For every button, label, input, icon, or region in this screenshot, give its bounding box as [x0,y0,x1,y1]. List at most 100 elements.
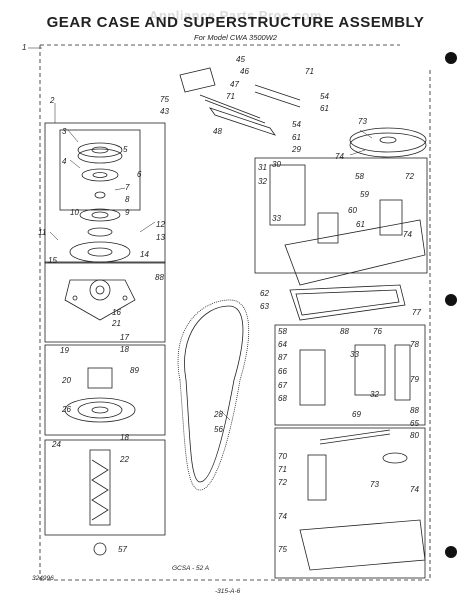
right-upper-box [254,157,428,286]
diagram-title: GEAR CASE AND SUPERSTRUCTURE ASSEMBLY [46,14,425,31]
callout-4: 4 [62,157,67,166]
callout-16: 16 [112,308,121,317]
callout-79: 79 [410,375,419,384]
callout-15: 15 [48,256,57,265]
callout-18b: 18 [120,433,129,442]
binding-hole-middle [445,294,457,306]
callout-29: 29 [292,145,301,154]
binding-hole-top [445,52,457,64]
callout-53: 60 [348,206,357,215]
callout-41: 43 [160,107,169,116]
callout-28: 28 [214,410,223,419]
callout-77: 77 [412,308,421,317]
callout-65: 71 [278,465,287,474]
callout-49: 57 [118,545,127,554]
callout-85: 87 [278,353,287,362]
callout-80: 80 [410,431,419,440]
callout-87: 88 [340,327,349,336]
outer-border [39,44,431,581]
left-upper-box [44,122,166,264]
callout-46b: 54 [292,120,301,129]
callout-31: 31 [258,163,267,172]
callout-59: 65 [410,419,419,428]
callout-73: 74 [335,152,344,161]
diagram-code: GCSA - 52 A [172,565,210,572]
callout-48: 56 [214,425,223,434]
callout-22: 22 [120,455,129,464]
callout-32: 32 [258,177,267,186]
callout-51: 58 [355,172,364,181]
right-middle-box [274,324,426,426]
callout-30: 30 [272,160,281,169]
callout-45: 48 [213,127,222,136]
callout-9: 9 [125,208,130,217]
callout-20: 20 [62,376,71,385]
callout-26: 26 [62,405,71,414]
callout-2: 2 [50,96,55,105]
callout-32b: 32 [370,390,379,399]
callout-18: 18 [120,345,129,354]
callout-68: 74 [410,485,419,494]
watermark: Appliance Parts Pros.com [148,8,323,23]
callout-3: 3 [62,127,67,136]
callout-76: 76 [373,327,382,336]
callout-66: 72 [278,478,287,487]
drive-belt [177,299,250,491]
callout-42: 45 [236,55,245,64]
callout-46: 54 [320,92,329,101]
callout-56: 63 [260,302,269,311]
callout-60: 66 [278,367,287,376]
callout-58: 61 [320,104,329,113]
left-code: 324996 [32,575,54,582]
callout-5: 5 [123,145,128,154]
callout-13: 13 [156,233,165,242]
callout-72: 73 [358,117,367,126]
callout-8: 8 [125,195,130,204]
callout-33: 33 [272,214,281,223]
callout-10: 10 [70,208,79,217]
callout-43: 46 [240,67,249,76]
cover-parts [69,142,131,263]
callout-44: 47 [230,80,239,89]
callout-50: 58 [278,327,287,336]
callout-70b: 71 [226,92,235,101]
callout-86: 88 [410,406,419,415]
callout-52: 59 [360,190,369,199]
callout-70: 71 [305,67,314,76]
callout-68b: 74 [278,512,287,521]
callout-88: 88 [155,273,164,282]
right-lower-box [274,427,426,579]
callout-69: 75 [278,545,287,554]
leader-lines [28,47,373,421]
callout-78: 78 [410,340,419,349]
callout-57: 64 [278,340,287,349]
callout-64: 70 [278,452,287,461]
callout-71: 72 [405,172,414,181]
callout-19: 19 [60,346,69,355]
callout-67: 73 [370,480,379,489]
callout-62: 68 [278,394,287,403]
left-middle-box [44,261,166,343]
top-bracket [179,67,301,136]
callout-6: 6 [137,170,142,179]
callout-55: 62 [260,289,269,298]
callout-14: 14 [140,250,149,259]
gasket [289,284,406,321]
callout-61: 67 [278,381,287,390]
callout-75: 75 [160,95,169,104]
callout-21: 21 [112,319,121,328]
diagram-subtitle: For Model CWA 3500W2 [194,33,277,42]
binding-hole-bottom [445,546,457,558]
left-bottom-box [44,439,166,556]
callout-24: 24 [52,440,61,449]
callout-33b: 33 [350,350,359,359]
callout-17: 17 [120,333,129,342]
bottom-code: -315-A-6 [215,588,241,595]
pulley [349,127,427,158]
callout-7: 7 [125,183,130,192]
binding-holes [445,52,457,558]
callout-58b: 61 [292,133,301,142]
callout-63: 69 [352,410,361,419]
